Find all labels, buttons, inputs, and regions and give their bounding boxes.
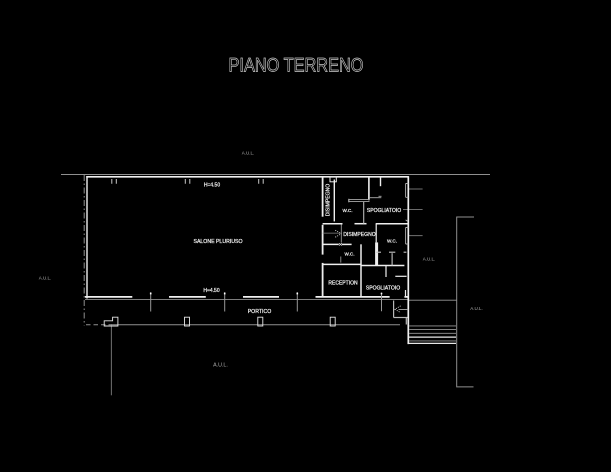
svg-text:RECEPTION: RECEPTION bbox=[328, 280, 358, 286]
svg-text:PORTICO: PORTICO bbox=[248, 309, 272, 315]
svg-text:A.U.L.: A.U.L. bbox=[423, 256, 436, 261]
svg-text:SPOGLIATOIO: SPOGLIATOIO bbox=[367, 208, 401, 214]
svg-text:DISIMPEGNO: DISIMPEGNO bbox=[343, 232, 376, 238]
svg-text:DISIMPEGNO: DISIMPEGNO bbox=[326, 184, 332, 217]
svg-text:W.C.: W.C. bbox=[387, 239, 397, 244]
svg-text:PIANO TERRENO: PIANO TERRENO bbox=[229, 56, 364, 77]
svg-text:A.U.L.: A.U.L. bbox=[213, 363, 228, 369]
svg-text:A.U.L.: A.U.L. bbox=[470, 306, 483, 311]
svg-text:W.C.: W.C. bbox=[345, 252, 355, 257]
svg-text:H=4.50: H=4.50 bbox=[204, 182, 220, 188]
svg-text:SPOGLIATOIO: SPOGLIATOIO bbox=[366, 285, 400, 291]
svg-text:SALONE PLURIUSO: SALONE PLURIUSO bbox=[193, 239, 242, 245]
svg-text:H=4.50: H=4.50 bbox=[203, 288, 219, 294]
svg-text:A.U.L.: A.U.L. bbox=[39, 276, 52, 281]
svg-text:A.U.L.: A.U.L. bbox=[242, 151, 255, 156]
svg-text:W.C.: W.C. bbox=[343, 208, 353, 213]
